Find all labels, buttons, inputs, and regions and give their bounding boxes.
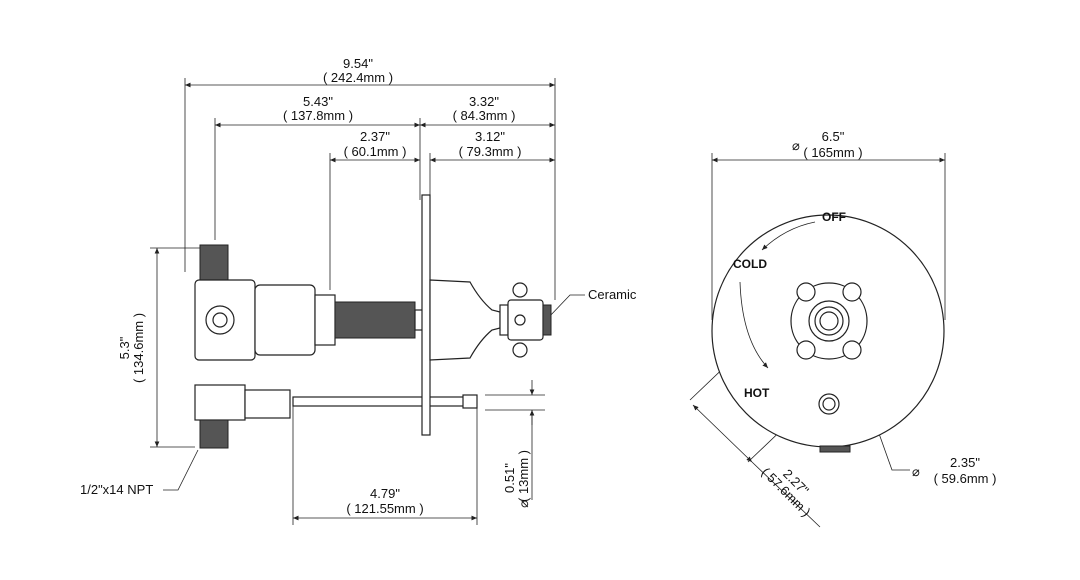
body-to-plate-mm: ( 137.8mm ) xyxy=(283,108,353,123)
cross-handle xyxy=(507,282,552,358)
outlet-length-mm: ( 121.55mm ) xyxy=(346,501,423,516)
trim-depth-mm: ( 79.3mm ) xyxy=(459,144,522,159)
diameter-symbol: ⌀ xyxy=(516,500,531,508)
overall-length-mm: ( 242.4mm ) xyxy=(323,70,393,85)
trim-depth-in: 3.12" xyxy=(475,129,505,144)
plate-diameter-mm: ( 165mm ) xyxy=(803,145,862,160)
height-in: 5.3" xyxy=(117,336,132,359)
hot-label: HOT xyxy=(744,386,770,400)
plate-diameter-symbol: ⌀ xyxy=(792,138,800,153)
valve-body xyxy=(194,244,478,449)
stem-length-in: 2.37" xyxy=(360,129,390,144)
plate-to-handle-in: 3.32" xyxy=(469,94,499,109)
height-mm: ( 134.6mm ) xyxy=(131,313,146,383)
plate-to-handle-mm: ( 84.3mm ) xyxy=(453,108,516,123)
front-cross-handle xyxy=(790,282,868,360)
side-view: 9.54" ( 242.4mm ) 5.43" ( 137.8mm ) 3.32… xyxy=(80,56,637,525)
npt-connection-label: 1/2"x14 NPT xyxy=(80,482,153,497)
overall-length-in: 9.54" xyxy=(343,56,373,71)
handle-diameter-symbol: ⌀ xyxy=(912,464,920,479)
stem-length-mm: ( 60.1mm ) xyxy=(344,144,407,159)
plate-diameter-in: 6.5" xyxy=(822,129,845,144)
ceramic-cartridge-label: Ceramic xyxy=(588,287,637,302)
handle-diameter-in: 2.35" xyxy=(950,455,980,470)
front-view: OFF COLD HOT ⌀ 6.5" ( 165mm ) ⌀ 2.35" ( … xyxy=(689,129,997,528)
off-label: OFF xyxy=(822,210,846,224)
cold-label: COLD xyxy=(733,257,767,271)
trim-plate xyxy=(421,194,509,436)
dimension-lines xyxy=(154,82,585,521)
outlet-length-in: 4.79" xyxy=(370,486,400,501)
body-to-plate-in: 5.43" xyxy=(303,94,333,109)
outlet-diameter-mm: ( 13mm ) xyxy=(516,450,531,502)
outlet-diameter-in: 0.51" xyxy=(502,463,517,493)
handle-diameter-mm: ( 59.6mm ) xyxy=(934,471,997,486)
